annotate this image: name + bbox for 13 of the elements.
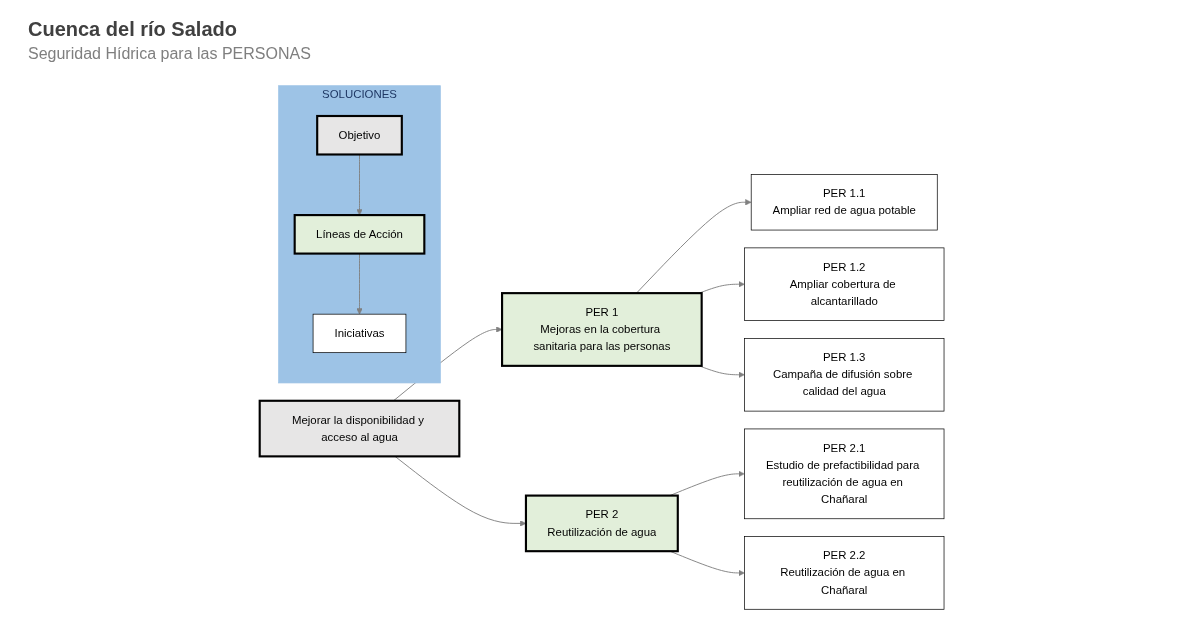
node-box: PER 1 Mejoras en la cobertura sanitaria para las personas	[501, 292, 703, 367]
node-box: Iniciativas	[312, 313, 407, 353]
subtitle-text: Seguridad Hídrica para las PERSONAS	[28, 45, 311, 63]
node-box: Mejorar la disponibilidad y acceso al agua	[258, 399, 461, 458]
node-box: Objetivo	[316, 114, 403, 156]
node-box: PER 2 Reutilización de agua	[525, 494, 679, 553]
node-box: Líneas de Acción	[293, 214, 426, 255]
node-box: PER 1.2 Ampliar cobertura de alcantarillado	[744, 247, 945, 321]
node-box: PER 1.1 Ampliar red de agua potable	[750, 174, 938, 231]
node-box: PER 2.2 Reutilización de agua en Chañaral	[744, 536, 945, 610]
node-box: PER 1.3 Campaña de difusión sobre calidad del agua	[744, 338, 945, 412]
node-box: PER 2.1 Estudio de prefactibilidad para reutilización de agua en Chañaral	[744, 428, 945, 520]
diagram-title: Cuenca del río Salado	[28, 18, 238, 41]
